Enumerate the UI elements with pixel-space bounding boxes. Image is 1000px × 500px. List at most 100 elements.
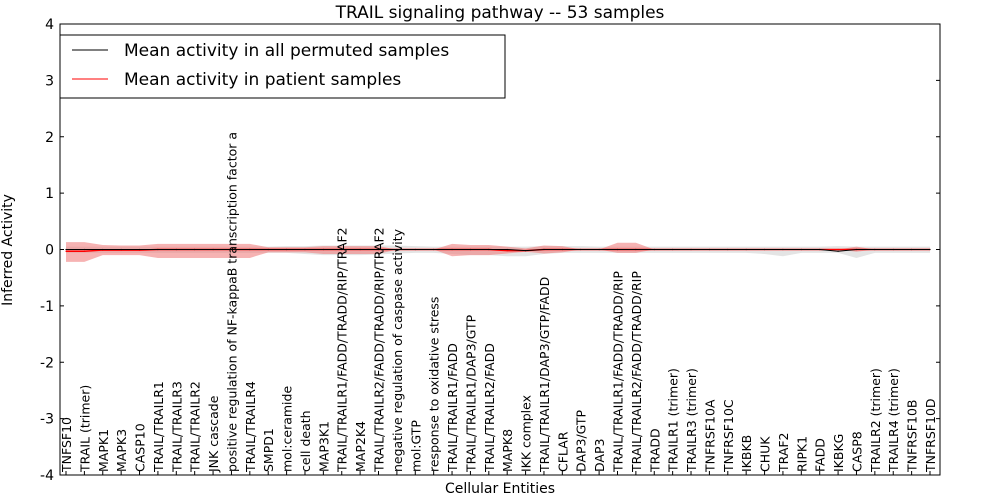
x-tick-label: SMPD1	[261, 428, 276, 472]
legend-label-patient: Mean activity in patient samples	[124, 70, 401, 90]
confidence-bands	[66, 242, 930, 262]
chart-title: TRAIL signaling pathway -- 53 samples	[335, 3, 665, 23]
legend-label-permuted: Mean activity in all permuted samples	[124, 41, 449, 61]
x-tick-label: MAPK3	[114, 429, 129, 472]
x-tick-label: positive regulation of NF-kappaB transcr…	[224, 132, 239, 472]
x-tick-label: TRAIL (trimer)	[77, 385, 92, 473]
legend: Mean activity in all permuted samples Me…	[59, 34, 506, 99]
data-point	[506, 250, 508, 252]
data-point	[433, 248, 435, 251]
data-point	[561, 248, 563, 251]
data-point	[855, 248, 858, 251]
data-point	[102, 248, 104, 251]
x-tick-label: mol:GTP	[408, 420, 423, 472]
data-point	[892, 248, 894, 251]
x-tick-label: cell death	[298, 410, 313, 472]
y-tick-label: 0	[45, 243, 54, 259]
x-tick-label: TRADD	[647, 428, 662, 473]
x-tick-label: TRAIL/TRAILR1/FADD/TRADD/RIP/TRAF2	[335, 227, 350, 473]
data-point	[341, 248, 343, 251]
y-tick-label: 2	[45, 130, 54, 146]
x-tick-label: TNFRSF10C	[721, 399, 736, 473]
data-point	[635, 248, 637, 251]
x-tick-label: TRAILR4 (trimer)	[886, 368, 901, 473]
data-point	[396, 248, 398, 251]
data-point	[212, 248, 214, 251]
data-point	[488, 248, 490, 251]
data-point	[727, 248, 729, 251]
data-point	[616, 248, 619, 251]
x-tick-label: DAP3	[592, 439, 607, 472]
data-point	[874, 248, 876, 251]
x-tick-label: JNK cascade	[206, 395, 221, 473]
x-tick-label: IKK complex	[519, 395, 534, 472]
x-tick-label: CASP8	[849, 431, 864, 472]
x-tick-label: CHUK	[758, 436, 773, 472]
data-point	[708, 248, 711, 251]
data-point	[819, 248, 821, 251]
x-tick-label: TRAIL/TRAILR2/FADD	[482, 343, 497, 473]
data-point	[230, 248, 233, 251]
x-tick-label: TRAIL/TRAILR2/FADD/TRADD/RIP	[629, 271, 644, 473]
data-point	[506, 248, 508, 251]
data-point	[120, 248, 122, 251]
patient-band	[66, 242, 930, 262]
x-tick-label: IKBKG	[831, 434, 846, 472]
x-tick-label: MAPK1	[96, 429, 111, 472]
x-tick-label: DAP3/GTP	[574, 409, 589, 472]
x-tick-label: RIPK1	[794, 436, 809, 472]
data-point	[653, 248, 655, 251]
x-tick-label: TRAIL/TRAILR3	[169, 381, 184, 473]
series-lines	[65, 248, 931, 252]
data-point	[543, 248, 545, 251]
data-point	[580, 248, 582, 251]
data-point	[800, 248, 802, 251]
permuted-mean-line	[66, 249, 930, 252]
data-point	[837, 248, 839, 251]
data-point	[65, 248, 67, 251]
x-tick-label: negative regulation of caspase activity	[390, 228, 405, 472]
data-point	[138, 248, 141, 251]
y-tick-label: -3	[40, 412, 54, 428]
x-tick-label: TNFRSF10B	[905, 400, 920, 473]
data-point	[377, 248, 380, 251]
data-point	[451, 248, 453, 251]
x-tick-label: TRAILR2 (trimer)	[868, 368, 883, 473]
x-tick-label: MAPK8	[500, 429, 515, 472]
data-point	[175, 248, 177, 251]
y-tick-label: 3	[45, 73, 54, 89]
x-tick-label: FADD	[813, 438, 828, 472]
data-point	[322, 248, 324, 251]
y-tick-label: -4	[40, 468, 54, 484]
x-tick-label: TRAIL/TRAILR1/DAP3/GTP/FADD	[537, 277, 552, 473]
plot-frame	[59, 23, 941, 476]
y-tick-label: -2	[40, 355, 54, 371]
x-tick-label: response to oxidative stress	[427, 297, 442, 472]
y-tick-label: 1	[45, 186, 54, 202]
x-tick-label: TRAIL/TRAILR1	[151, 381, 166, 473]
data-point	[524, 250, 527, 252]
x-tick-label: TRAILR1 (trimer)	[666, 368, 681, 473]
data-point	[469, 248, 472, 251]
x-tick-label: TRAF2	[776, 432, 791, 473]
data-point	[285, 248, 288, 251]
data-point	[83, 248, 85, 251]
data-point	[304, 248, 306, 251]
data-point	[249, 248, 251, 251]
data-point	[911, 248, 913, 251]
data-point	[157, 248, 159, 251]
data-point	[598, 248, 600, 251]
x-tick-label: CASP10	[133, 423, 148, 472]
data-point	[763, 248, 766, 251]
x-tick-label: MAP3K1	[316, 421, 331, 472]
y-tick-label: 4	[45, 17, 54, 33]
x-tick-label: TRAIL/TRAILR2/FADD/TRADD/RIP/TRAF2	[372, 227, 387, 473]
x-tick-label: TRAIL/TRAILR1/DAP3/GTP	[463, 314, 478, 473]
data-point	[83, 250, 85, 252]
x-tick-label: TRAIL/TRAILR1/FADD/TRADD/RIP	[610, 271, 625, 473]
x-tick-label: IKBKB	[739, 435, 754, 472]
x-tick-label: MAP2K4	[353, 421, 368, 472]
data-point	[359, 248, 361, 251]
data-point	[745, 248, 747, 251]
